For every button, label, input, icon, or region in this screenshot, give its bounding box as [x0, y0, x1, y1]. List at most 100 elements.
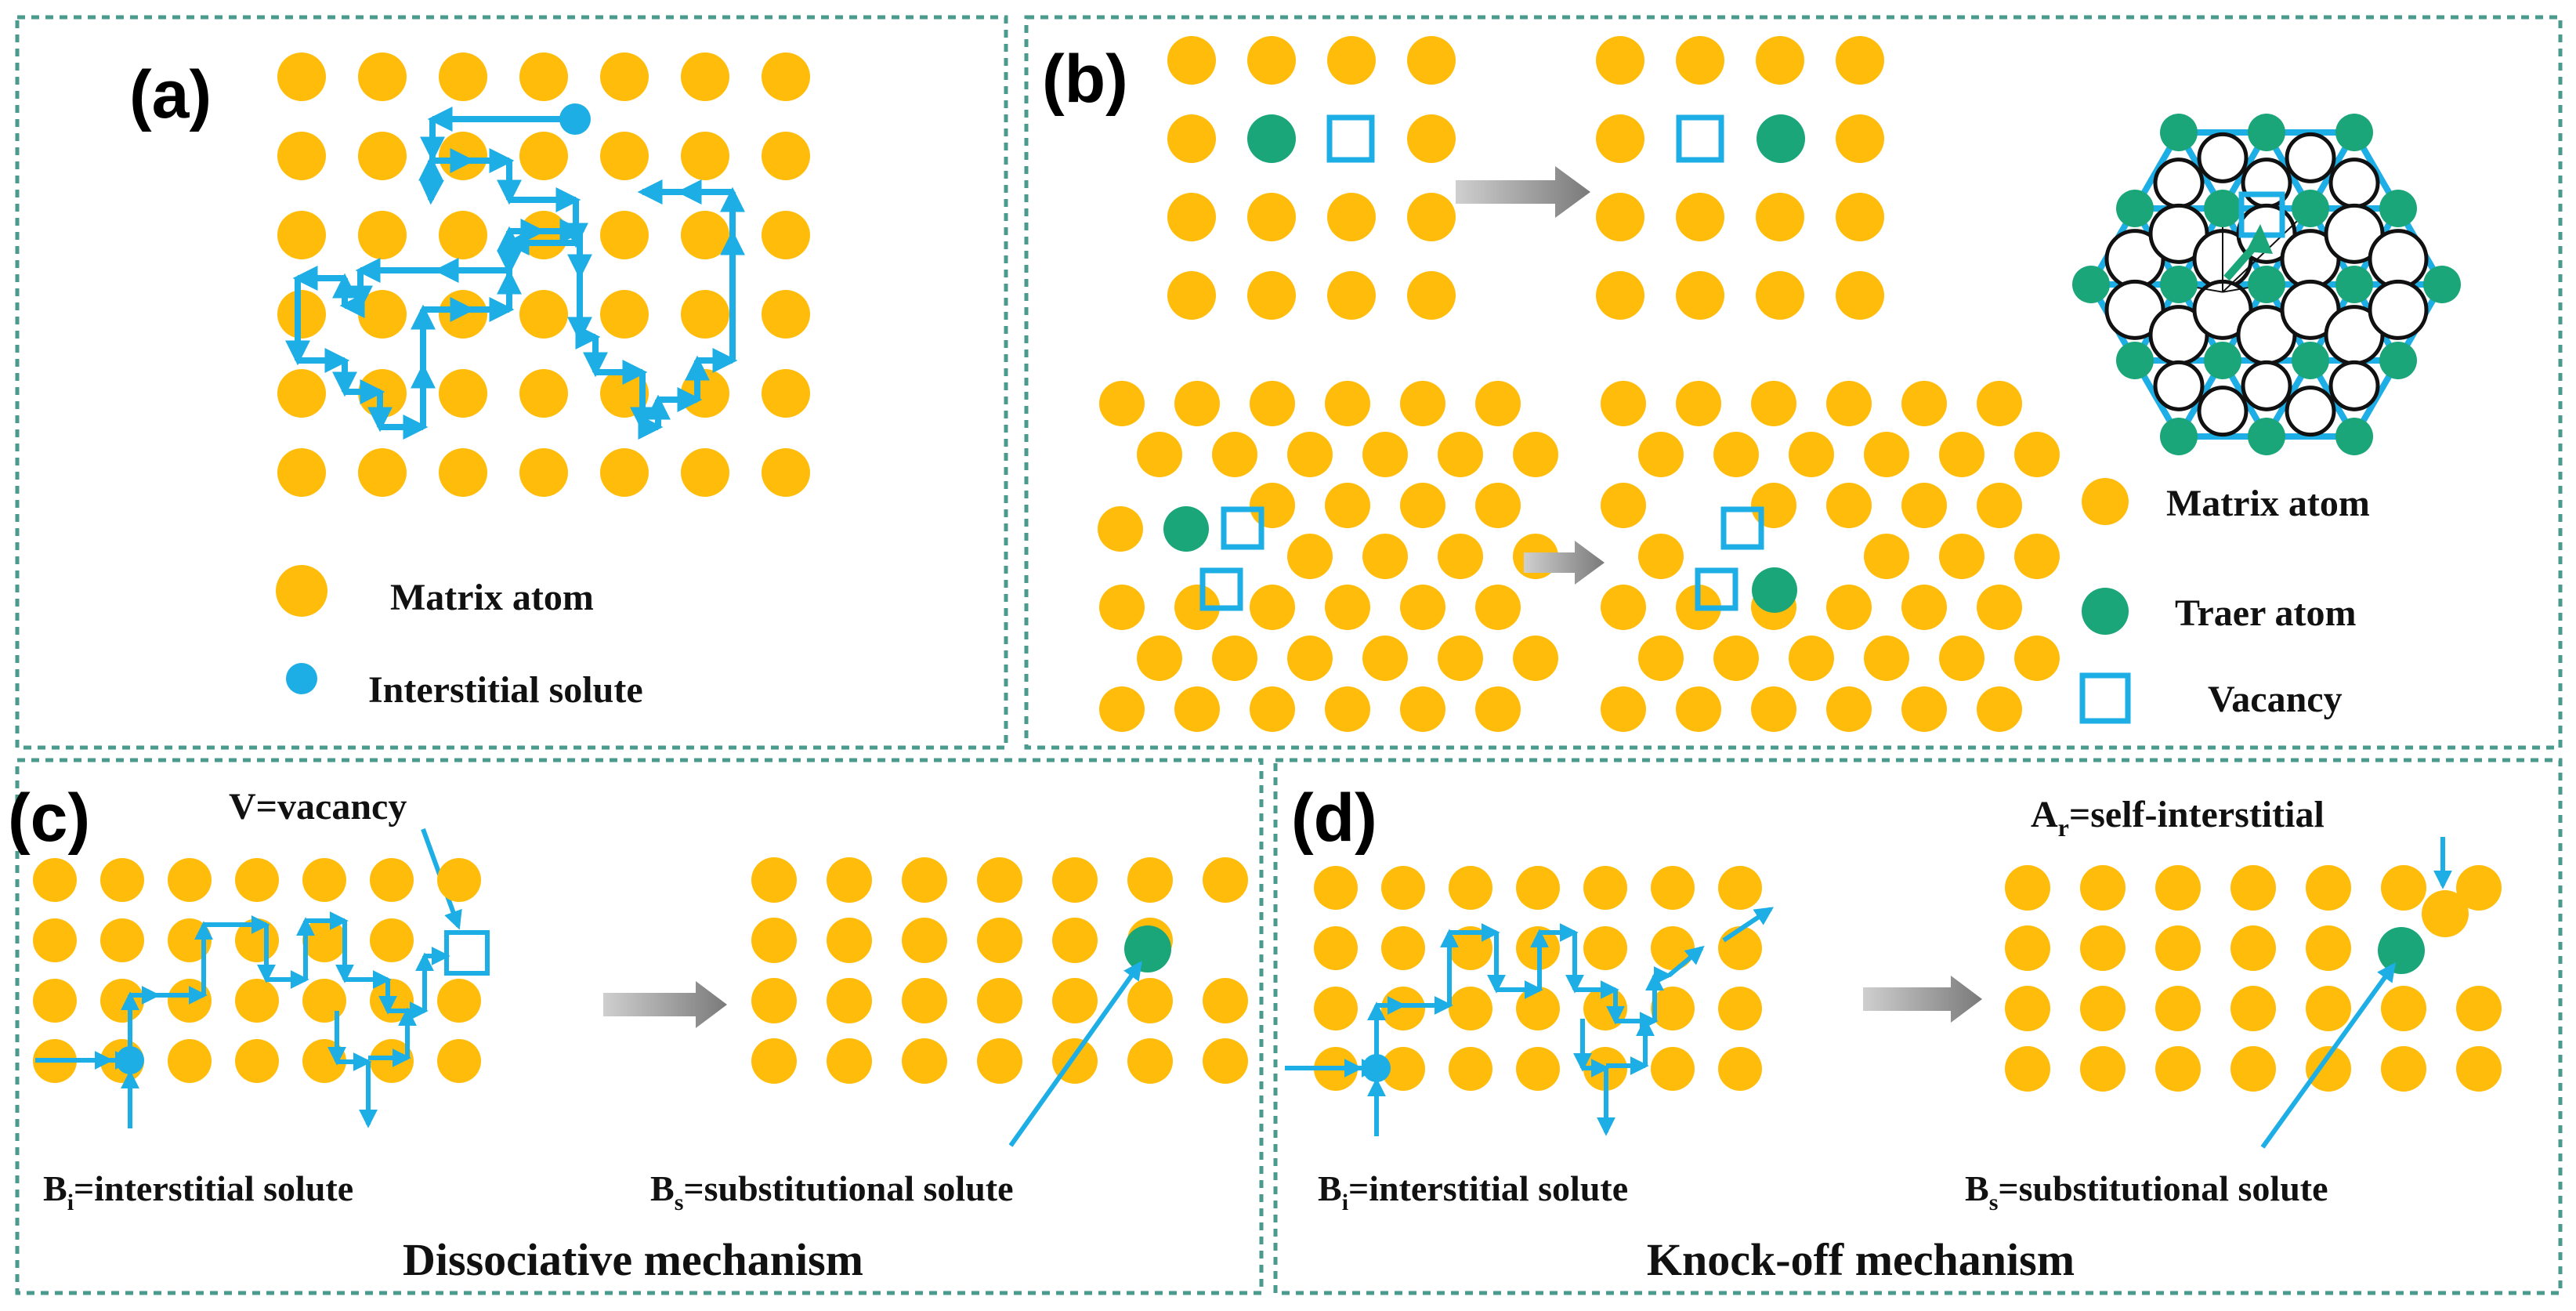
matrix-atom	[1137, 636, 1182, 681]
matrix-atom	[1449, 987, 1492, 1030]
matrix-atom	[1381, 987, 1425, 1030]
matrix-atom	[1789, 432, 1834, 477]
matrix-atom	[100, 858, 144, 902]
vacancy-site	[1695, 567, 1738, 611]
matrix-atom	[902, 857, 947, 903]
matrix-atom	[1836, 271, 1884, 320]
hcp-atom	[2153, 158, 2205, 209]
matrix-atom	[439, 211, 487, 259]
lattice-node	[2116, 341, 2154, 379]
lattice-node	[2423, 266, 2461, 303]
matrix-atom	[1676, 381, 1721, 426]
lattice-node	[2292, 341, 2329, 379]
matrix-atom	[1638, 432, 1684, 477]
matrix-atom	[1407, 36, 1456, 85]
matrix-atom	[1052, 978, 1098, 1023]
matrix-atom	[902, 978, 947, 1023]
matrix-atom	[1099, 585, 1145, 630]
panel-b-hex-grid-before	[1098, 381, 1558, 732]
lattice-node	[2160, 266, 2198, 303]
matrix-atom	[1939, 534, 1984, 579]
matrix-atom	[1826, 585, 1872, 630]
hcp-atom	[2197, 132, 2249, 183]
matrix-atom	[2080, 986, 2126, 1031]
matrix-atom	[358, 132, 407, 180]
hcp-atom	[2197, 386, 2249, 437]
panel-d-grid-right	[2005, 865, 2502, 1092]
panel-a-border	[15, 15, 1008, 750]
matrix-atom	[1287, 432, 1333, 477]
matrix-atom	[1864, 636, 1909, 681]
panel-a-legend: Matrix atom Interstitial solute	[276, 565, 643, 711]
matrix-atom	[358, 53, 407, 101]
matrix-atom	[2456, 1046, 2502, 1092]
matrix-atom-icon	[2082, 478, 2129, 525]
matrix-atom	[1601, 585, 1646, 630]
panel-d-interstitial-solute	[1362, 1054, 1391, 1082]
substitutional-solute-label-d: Bs=substitutional solute	[1965, 1168, 2328, 1215]
matrix-atom	[519, 448, 568, 497]
matrix-atom	[1977, 585, 2022, 630]
matrix-atom	[600, 290, 649, 339]
matrix-atom	[1167, 193, 1216, 241]
matrix-atom	[1325, 483, 1370, 528]
matrix-atom	[1676, 193, 1724, 241]
matrix-atom	[439, 132, 487, 180]
matrix-atom	[2005, 986, 2050, 1031]
lattice-node	[2072, 266, 2110, 303]
matrix-atom	[1864, 534, 1909, 579]
matrix-atom	[1596, 114, 1644, 163]
matrix-atom	[902, 1038, 947, 1084]
panel-c-grid-left	[33, 858, 481, 1083]
matrix-atom	[1756, 271, 1804, 320]
matrix-atom	[1407, 193, 1456, 241]
matrix-atom	[1247, 271, 1296, 320]
panel-d-grid-left	[1314, 866, 1762, 1091]
matrix-atom	[1676, 686, 1721, 732]
matrix-atom	[600, 448, 649, 497]
panel-d-caption: Knock-off mechanism	[1647, 1234, 2075, 1285]
matrix-atom	[1676, 271, 1724, 320]
matrix-atom	[1651, 1047, 1695, 1091]
vacancy-label: V=vacancy	[229, 786, 407, 828]
matrix-atom	[358, 290, 407, 339]
matrix-atom	[1400, 686, 1445, 732]
matrix-atom	[1583, 926, 1627, 970]
matrix-atom	[168, 1039, 212, 1083]
matrix-atom	[1826, 686, 1872, 732]
matrix-atom	[1247, 193, 1296, 241]
vacancy-site	[1221, 506, 1264, 550]
lattice-node	[2160, 114, 2198, 152]
panel-c: (c) V=vacancy Bi=interstitial solute Bs=…	[8, 780, 1248, 1285]
matrix-atom	[977, 857, 1022, 903]
matrix-atom	[827, 918, 872, 963]
lattice-node	[2204, 341, 2241, 379]
panel-b-border	[1024, 15, 2563, 750]
diffusion-step-arrow	[1722, 907, 1774, 943]
matrix-atom	[1826, 381, 1872, 426]
matrix-atom	[2005, 865, 2050, 911]
matrix-atom	[439, 290, 487, 339]
matrix-atom	[1651, 987, 1695, 1030]
interstitial-solute-label-d: Bi=interstitial solute	[1318, 1168, 1628, 1215]
matrix-atom	[519, 211, 568, 259]
matrix-atom	[2155, 986, 2201, 1031]
matrix-atom	[1098, 506, 1143, 552]
matrix-atom	[977, 1038, 1022, 1084]
matrix-atom	[1449, 866, 1492, 910]
matrix-atom	[762, 53, 810, 101]
matrix-atom	[2306, 986, 2351, 1031]
lattice-node	[2204, 190, 2241, 228]
matrix-atom	[1407, 271, 1456, 320]
matrix-atom	[681, 369, 729, 418]
matrix-atom	[1751, 381, 1796, 426]
matrix-atom	[1651, 866, 1695, 910]
matrix-atom	[439, 369, 487, 418]
lattice-node	[2248, 266, 2285, 303]
matrix-atom	[1174, 686, 1220, 732]
process-arrow-d	[1863, 976, 1982, 1023]
matrix-atom	[1638, 534, 1684, 579]
matrix-atom	[2306, 1046, 2351, 1092]
interstitial-solute-icon	[286, 663, 317, 694]
matrix-atom	[168, 858, 212, 902]
